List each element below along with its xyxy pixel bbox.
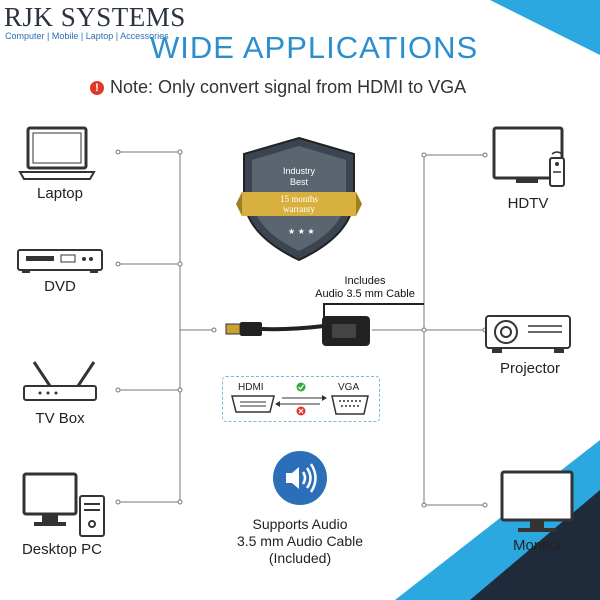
projector-icon — [485, 315, 571, 353]
note-text: Note: Only convert signal from HDMI to V… — [110, 77, 467, 97]
brand-tagline: Computer | Mobile | Laptop | Accessories — [5, 31, 169, 41]
brand-name: RJK SYSTEMS — [4, 2, 186, 32]
audio-line1: Supports Audio — [252, 516, 348, 532]
svg-text:★ ★ ★: ★ ★ ★ — [288, 227, 315, 236]
device-label-laptop: Laptop — [37, 185, 83, 202]
cable-label: Includes Audio 3.5 mm Cable — [300, 275, 430, 301]
device-label-desktop-pc: Desktop PC — [21, 541, 103, 558]
device-label-hdtv: HDTV — [507, 195, 549, 212]
hdmi-vga-adapter — [225, 316, 370, 346]
cable-label-line2: Audio 3.5 mm Cable — [315, 288, 415, 300]
note: ! Note: Only convert signal from HDMI to… — [90, 77, 466, 98]
audio-line2: 3.5 mm Audio Cable — [236, 533, 364, 549]
laptop-icon — [18, 126, 96, 180]
audio-line3: (Included) — [268, 550, 332, 566]
dvd-player-icon — [17, 249, 103, 273]
hdtv-icon — [492, 126, 565, 187]
desktop-pc-icon — [22, 472, 105, 537]
cable-label-line1: Includes — [344, 275, 386, 287]
badge-line1: Industry — [282, 166, 315, 176]
device-label-tv-box: TV Box — [35, 410, 85, 427]
warranty-badge: ★ ★ ★ — [236, 136, 362, 262]
conversion-from-label: HDMI — [238, 382, 264, 393]
device-label-dvd: DVD — [44, 278, 76, 295]
badge-ribbon: 15 months warranty — [248, 194, 350, 214]
speaker-icon — [273, 451, 327, 505]
conversion-diagram — [231, 382, 369, 416]
device-label-projector: Projector — [499, 360, 561, 377]
audio-support-text: Supports Audio 3.5 mm Audio Cable (Inclu… — [220, 516, 380, 567]
badge-line2: Best — [289, 177, 308, 187]
device-label-monitor: Monitor — [512, 537, 564, 554]
monitor-icon — [500, 470, 574, 532]
conversion-box — [222, 376, 380, 422]
warning-icon: ! — [90, 80, 104, 95]
badge-ribbon-line2: warranty — [283, 204, 315, 214]
page-title: WIDE APPLICATIONS — [150, 30, 479, 65]
conversion-to-label: VGA — [338, 382, 360, 393]
tv-box-icon — [23, 361, 97, 401]
badge-ribbon-line1: 15 months — [280, 194, 318, 204]
badge-text: Industry Best — [256, 166, 342, 188]
